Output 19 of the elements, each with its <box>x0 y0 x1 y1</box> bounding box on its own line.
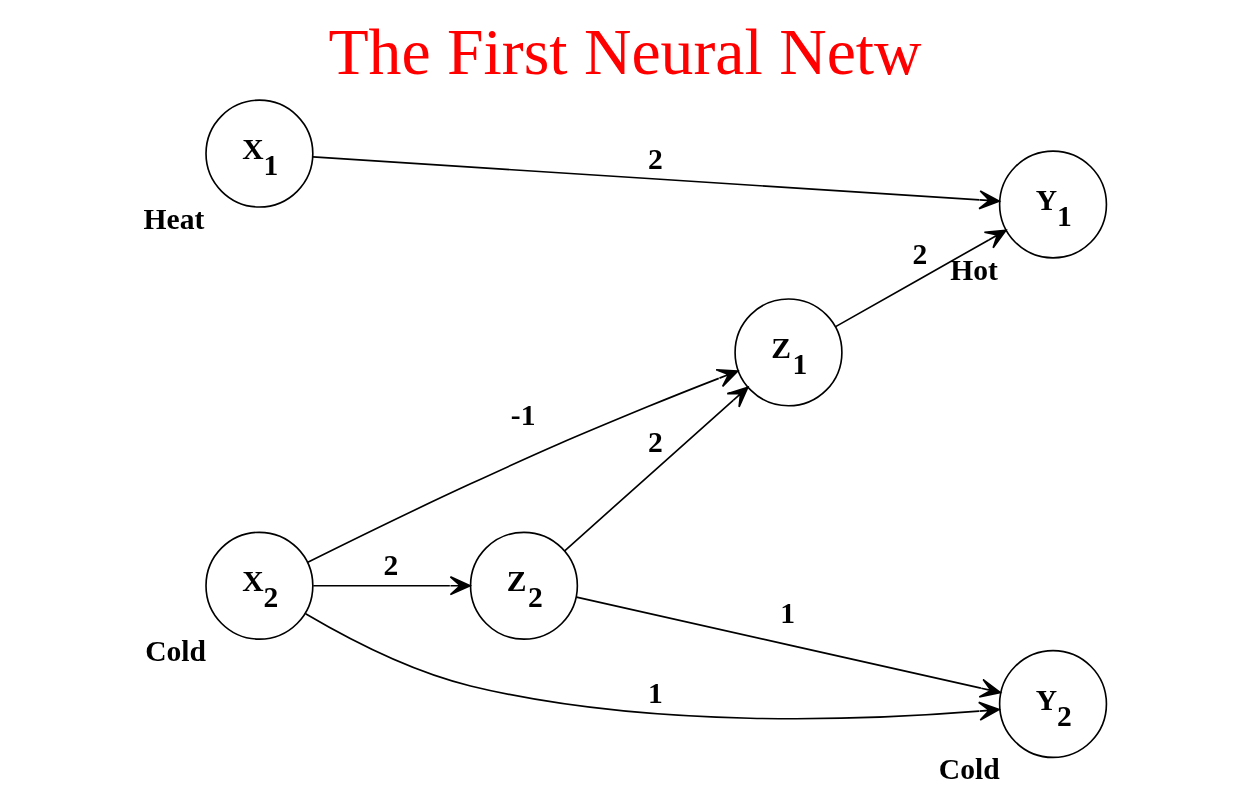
edge-label: 2 <box>648 425 663 458</box>
arrow <box>834 229 1007 328</box>
diagram-title: The First Neural Netw <box>328 14 922 88</box>
node-label: Heat <box>143 202 205 235</box>
node-label: Cold <box>145 635 207 668</box>
arrow <box>307 369 739 564</box>
arrow <box>312 156 1001 210</box>
node-label: Hot <box>950 253 998 286</box>
edge-label: 2 <box>912 238 928 271</box>
arrow <box>575 596 1002 698</box>
edge-label: 2 <box>383 548 399 581</box>
arrow <box>312 576 471 596</box>
edge-label: 2 <box>648 143 663 176</box>
edge-label: 1 <box>648 677 663 710</box>
edge-label: -1 <box>510 399 536 432</box>
arrow <box>563 386 749 552</box>
arrow <box>304 612 1000 721</box>
edge-label: 1 <box>780 596 796 629</box>
node-label: Cold <box>938 753 1000 786</box>
